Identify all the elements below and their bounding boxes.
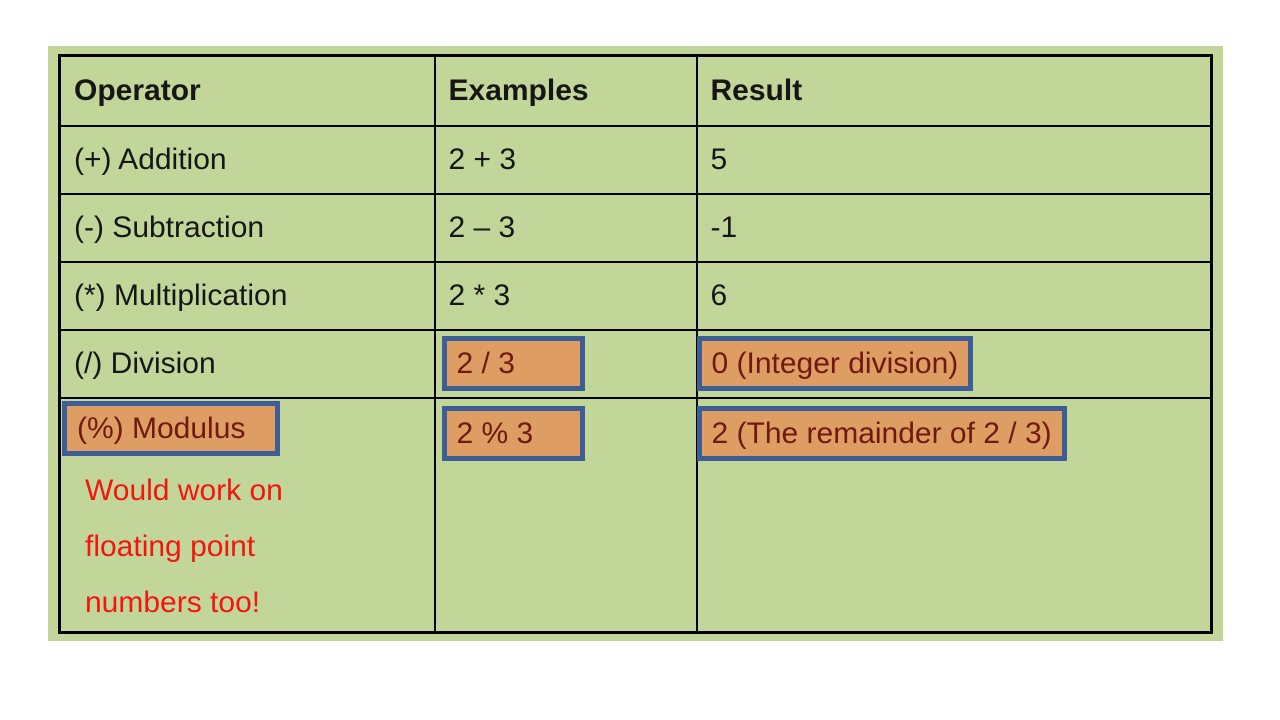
floating-point-note: Would work on floating point numbers too… xyxy=(74,463,434,631)
highlight-modulus-example: 2 % 3 xyxy=(441,405,585,461)
cell-division-example: 2 / 3 xyxy=(433,328,698,399)
row-addition: (+) Addition 2 + 3 5 xyxy=(58,124,1213,195)
highlight-modulus-operator: (%) Modulus xyxy=(62,400,280,456)
note-line: numbers too! xyxy=(85,585,261,619)
cell-subtraction-operator: (-) Subtraction xyxy=(58,192,436,263)
row-subtraction: (-) Subtraction 2 – 3 -1 xyxy=(58,192,1213,263)
cell-division-operator: (/) Division xyxy=(58,328,436,399)
cell-multiplication-result: 6 xyxy=(695,260,1213,331)
cell-subtraction-result: -1 xyxy=(695,192,1213,263)
col-header-result: Result xyxy=(695,54,1213,127)
cell-multiplication-operator: (*) Multiplication xyxy=(58,260,436,331)
cell-modulus-example: 2 % 3 xyxy=(433,396,698,633)
operators-table: Operator Examples Result (+) Addition 2 … xyxy=(58,54,1213,634)
cell-addition-example: 2 + 3 xyxy=(433,124,698,195)
highlight-modulus-result: 2 (The remainder of 2 / 3) xyxy=(696,405,1067,461)
cell-multiplication-example: 2 * 3 xyxy=(433,260,698,331)
cell-addition-result: 5 xyxy=(695,124,1213,195)
cell-modulus-operator: (%) Modulus Would work on floating point… xyxy=(58,396,436,633)
cell-subtraction-example: 2 – 3 xyxy=(433,192,698,263)
row-multiplication: (*) Multiplication 2 * 3 6 xyxy=(58,260,1213,331)
cell-addition-operator: (+) Addition xyxy=(58,124,436,195)
cell-modulus-result: 2 (The remainder of 2 / 3) xyxy=(695,396,1213,633)
row-division: (/) Division 2 / 3 0 (Integer division) xyxy=(58,328,1213,399)
col-header-examples: Examples xyxy=(433,54,698,127)
col-header-operator: Operator xyxy=(58,54,436,127)
note-line: Would work on xyxy=(85,473,283,507)
table-panel: Operator Examples Result (+) Addition 2 … xyxy=(48,46,1223,641)
header-row: Operator Examples Result xyxy=(58,54,1213,127)
note-line: floating point xyxy=(85,529,256,563)
cell-division-result: 0 (Integer division) xyxy=(695,328,1213,399)
highlight-division-example: 2 / 3 xyxy=(441,336,585,391)
row-modulus: (%) Modulus Would work on floating point… xyxy=(58,396,1213,633)
highlight-division-result: 0 (Integer division) xyxy=(696,336,974,391)
